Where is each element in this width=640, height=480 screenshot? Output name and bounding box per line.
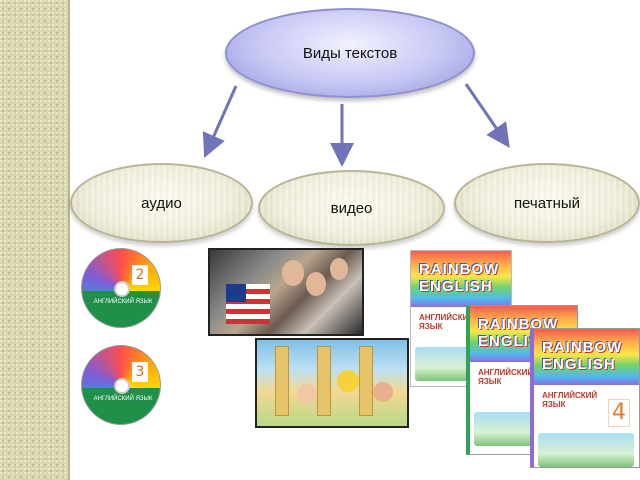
video-still-cartoon: [255, 338, 409, 428]
person-face: [306, 272, 326, 296]
textbook-grade: 4: [608, 399, 630, 427]
category-label-audio: аудио: [141, 194, 182, 212]
cd-title: АНГЛИЙСКИЙ ЯЗЫК: [93, 299, 153, 305]
cd-hole: [114, 378, 130, 394]
pillar-shape: [359, 346, 373, 416]
cartoon-character: [373, 382, 393, 402]
cd-title: АНГЛИЙСКИЙ ЯЗЫК: [93, 396, 153, 402]
cd-grade-number: 3: [132, 362, 148, 382]
pillar-shape: [275, 346, 289, 416]
person-face: [282, 260, 304, 286]
textbook-language: АНГЛИЙСКИЙ ЯЗЫК: [542, 391, 598, 409]
category-node-print: печатный: [454, 163, 640, 243]
root-node-label: Виды текстов: [302, 44, 398, 62]
arrow-to-print: [464, 83, 510, 148]
category-label-print: печатный: [513, 194, 581, 212]
textbook-grade-4: RAINBOW ENGLISH АНГЛИЙСКИЙ ЯЗЫК 4: [530, 328, 640, 468]
audio-cd-grade-3: 3 АНГЛИЙСКИЙ ЯЗЫК: [81, 345, 161, 425]
category-node-audio: аудио: [70, 163, 253, 243]
cd-grade-number: 2: [132, 265, 148, 285]
video-still-people: [208, 248, 364, 336]
flag-canton: [226, 284, 246, 302]
category-node-video: видео: [258, 170, 445, 246]
pillar-shape: [317, 346, 331, 416]
cd-lower-band: [82, 388, 160, 424]
rainbow-header: [534, 329, 639, 385]
person-face: [330, 258, 348, 280]
textbook-cover-illustration: [538, 433, 634, 467]
arrow-to-audio: [202, 85, 238, 158]
category-label-video: видео: [330, 199, 373, 217]
side-strip-border: [68, 0, 70, 480]
textbook-language: АНГЛИЙСКИЙ ЯЗЫК: [419, 313, 475, 331]
decorative-side-strip: [0, 0, 68, 480]
textbook-brand: RAINBOW ENGLISH: [542, 339, 623, 373]
root-node-text-types: Виды текстов: [225, 8, 475, 98]
audio-cd-grade-2: 2 АНГЛИЙСКИЙ ЯЗЫК: [81, 248, 161, 328]
cartoon-character: [297, 384, 317, 404]
cartoon-character: [337, 370, 359, 392]
cd-hole: [114, 281, 130, 297]
textbook-brand: RAINBOW ENGLISH: [419, 261, 500, 295]
rainbow-header: [411, 251, 511, 307]
textbook-language: АНГЛИЙСКИЙ ЯЗЫК: [478, 368, 534, 386]
cd-lower-band: [82, 291, 160, 327]
